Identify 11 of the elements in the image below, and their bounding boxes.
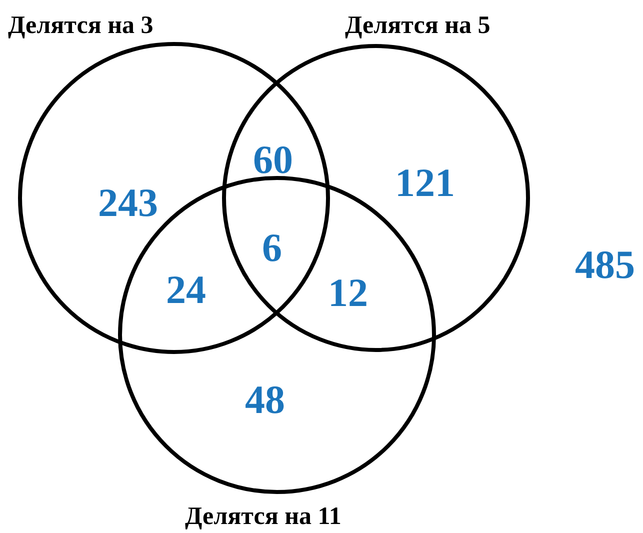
set-title: Делятся на 3	[8, 13, 154, 38]
region-count: 48	[245, 380, 285, 420]
region-count: 60	[253, 140, 293, 180]
outside-count: 485	[575, 245, 635, 285]
set-title: Делятся на 5	[345, 13, 490, 38]
region-count: 243	[98, 183, 158, 223]
set-title: Делятся на 11	[185, 504, 342, 529]
region-count: 24	[166, 270, 206, 310]
region-count: 12	[328, 273, 368, 313]
region-count: 6	[262, 228, 282, 268]
region-count: 121	[395, 163, 455, 203]
